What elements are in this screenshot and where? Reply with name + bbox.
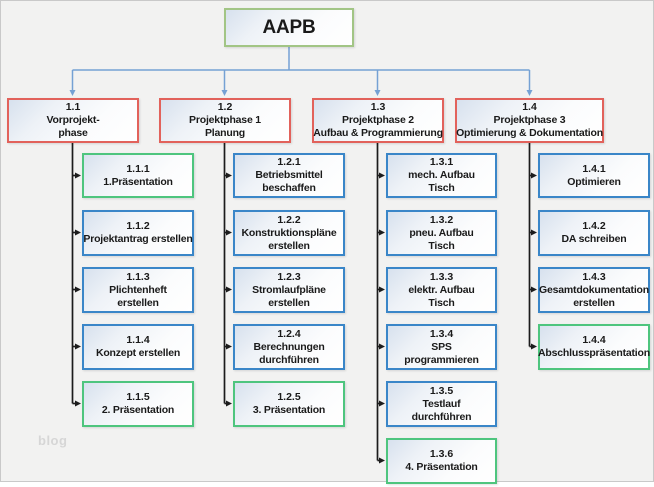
- node-number: 1.1.2: [126, 220, 150, 232]
- node-number: 1.1.4: [126, 334, 150, 346]
- node-label: pneu. Aufbau Tisch: [409, 226, 474, 252]
- node-number: 1.2.4: [277, 327, 301, 340]
- task-node-1-3-4: 1.3.4 SPS programmieren: [386, 324, 497, 370]
- task-node-1-3-5: 1.3.5 Testlauf durchführen: [386, 381, 497, 427]
- node-label: Plichtenheft erstellen: [109, 283, 167, 309]
- node-number: 1.4.1: [582, 162, 606, 175]
- task-node-1-2-4: 1.2.4 Berechnungen durchführen: [233, 324, 345, 370]
- blog-watermark: blog: [38, 433, 68, 448]
- node-number: 1.4.3: [582, 270, 606, 283]
- task-node-1-4-3: 1.4.3 Gesamtdokumentation erstellen: [538, 267, 650, 313]
- branch-connectors: [71, 143, 537, 464]
- node-label: Stromlaufpläne erstellen: [252, 283, 326, 309]
- milestone-node-1-4-4: 1.4.4 Abschlusspräsentation: [538, 324, 650, 370]
- phase-node-1-2: 1.2 Projektphase 1 Planung: [159, 98, 291, 143]
- task-node-1-1-1: 1.1.1 1.Präsentation: [82, 153, 194, 198]
- node-label: Projektantrag erstellen: [83, 233, 193, 245]
- node-number: 1.3.1: [429, 156, 454, 168]
- root-node: AAPB: [224, 8, 354, 47]
- task-node-1-1-3: 1.1.3 Plichtenheft erstellen: [82, 267, 194, 313]
- node-label: 4. Präsentation: [405, 461, 478, 473]
- node-number: 1.3: [370, 101, 386, 113]
- node-number: 1.3.6: [429, 448, 454, 460]
- milestone-node-1-2-5: 1.2.5 3. Präsentation: [233, 381, 345, 427]
- task-node-1-2-3: 1.2.3 Stromlaufpläne erstellen: [233, 267, 345, 313]
- node-number: 1.2: [217, 101, 233, 113]
- node-number: 1.4.4: [582, 334, 606, 346]
- node-number: 1.1.1: [126, 162, 150, 175]
- phase-node-1-4: 1.4 Projektphase 3 Optimierung & Dokumen…: [455, 98, 604, 143]
- node-number: 1.3.2: [429, 213, 454, 226]
- task-node-1-2-1: 1.2.1 Betriebsmittel beschaffen: [233, 153, 345, 198]
- task-node-1-4-2: 1.4.2 DA schreiben: [538, 210, 650, 256]
- node-label: Gesamtdokumentation erstellen: [539, 283, 649, 309]
- node-label: Optimieren: [567, 175, 621, 188]
- node-label: elektr. Aufbau Tisch: [408, 283, 475, 309]
- node-number: 1.1.5: [126, 391, 150, 403]
- node-label: SPS programmieren: [404, 340, 479, 366]
- task-node-1-4-1: 1.4.1 Optimieren: [538, 153, 650, 198]
- node-label: Projektphase 2 Aufbau & Programmierung: [313, 114, 443, 139]
- node-label: Abschlusspräsentation: [538, 347, 650, 359]
- node-label: 2. Präsentation: [101, 404, 175, 416]
- node-number: 1.4.2: [582, 220, 606, 232]
- node-label: Betriebsmittel beschaffen: [255, 169, 323, 194]
- node-label: DA schreiben: [561, 233, 627, 245]
- phase-node-1-3: 1.3 Projektphase 2 Aufbau & Programmieru…: [312, 98, 444, 143]
- node-number: 1.2.5: [277, 391, 301, 403]
- node-number: 1.3.5: [429, 384, 454, 397]
- node-number: 1.2.1: [277, 156, 301, 168]
- bus-connector: [69, 47, 533, 96]
- task-node-1-3-2: 1.3.2 pneu. Aufbau Tisch: [386, 210, 497, 256]
- node-label: Konstruktionspläne erstellen: [241, 226, 337, 252]
- node-number: 1.1.3: [126, 270, 150, 283]
- milestone-node-1-1-5: 1.1.5 2. Präsentation: [82, 381, 194, 427]
- node-number: 1.1: [65, 101, 81, 113]
- task-node-1-1-2: 1.1.2 Projektantrag erstellen: [82, 210, 194, 256]
- node-number: 1.4: [522, 101, 537, 113]
- node-label: 1.Präsentation: [103, 175, 173, 188]
- node-label: Testlauf durchführen: [411, 397, 472, 423]
- node-label: Projektphase 1 Planung: [189, 114, 261, 139]
- phase-node-1-1: 1.1 Vorprojekt- phase: [7, 98, 139, 143]
- root-label: AAPB: [262, 17, 316, 38]
- node-label: Berechnungen durchführen: [253, 340, 325, 366]
- node-label: Projektphase 3 Optimierung & Dokumentati…: [456, 114, 603, 139]
- milestone-node-1-3-6: 1.3.6 4. Präsentation: [386, 438, 497, 484]
- node-number: 1.2.3: [277, 270, 301, 283]
- node-number: 1.3.4: [429, 327, 454, 340]
- node-label: mech. Aufbau Tisch: [408, 169, 475, 194]
- task-node-1-3-3: 1.3.3 elektr. Aufbau Tisch: [386, 267, 497, 313]
- task-node-1-1-4: 1.1.4 Konzept erstellen: [82, 324, 194, 370]
- node-label: 3. Präsentation: [252, 404, 326, 416]
- task-node-1-3-1: 1.3.1 mech. Aufbau Tisch: [386, 153, 497, 198]
- node-label: Konzept erstellen: [95, 347, 181, 359]
- task-node-1-2-2: 1.2.2 Konstruktionspläne erstellen: [233, 210, 345, 256]
- node-number: 1.3.3: [429, 270, 454, 283]
- node-number: 1.2.2: [277, 213, 301, 226]
- node-label: Vorprojekt- phase: [46, 114, 100, 139]
